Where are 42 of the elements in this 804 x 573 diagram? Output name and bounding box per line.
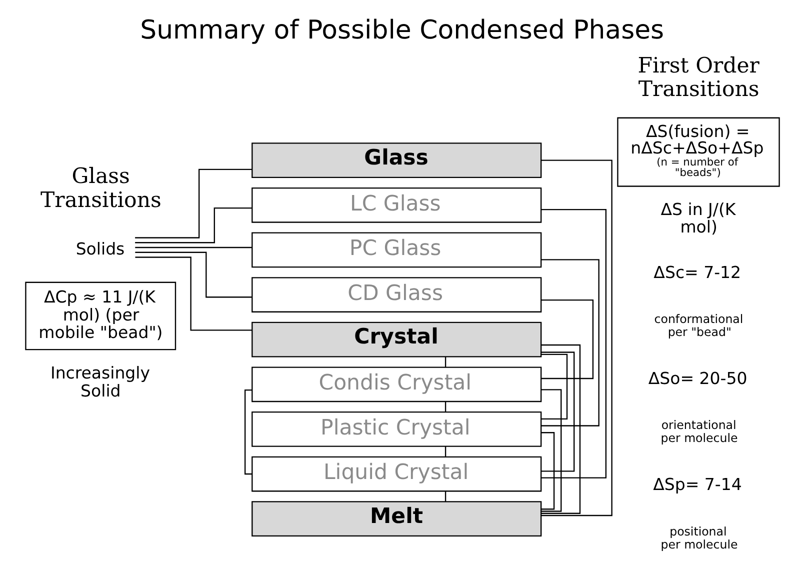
node-box: PC Glass	[251, 232, 542, 268]
connector	[540, 389, 562, 512]
node-box: Condis Crystal	[251, 366, 542, 402]
connector	[134, 246, 252, 248]
label: ΔSc= 7-12	[653, 262, 741, 282]
node-box: LC Glass	[251, 187, 542, 223]
connector	[540, 259, 599, 426]
connector	[134, 207, 252, 244]
connector	[134, 256, 252, 331]
node-box: ΔCp ≈ 11 J/(K mol) (per mobile "bead")	[24, 282, 176, 350]
label: orientational per molecule	[660, 418, 738, 446]
connector	[540, 344, 580, 514]
connector	[540, 208, 606, 478]
connector	[540, 352, 574, 472]
node-box: Liquid Crystal	[251, 456, 542, 492]
connector	[444, 491, 446, 502]
node-box: Plastic Crystal	[251, 412, 542, 447]
connector	[134, 252, 252, 298]
label: positional per molecule	[660, 524, 738, 552]
label: Glass Transitions	[40, 164, 161, 213]
connector	[244, 389, 252, 475]
connector	[134, 168, 252, 238]
connector	[444, 356, 446, 367]
connector	[540, 299, 594, 380]
label: conformational per "bead"	[654, 312, 743, 340]
node-box: ΔS(fusion) = nΔSc+ΔSo+ΔSp (n = number of "beads")	[616, 117, 780, 187]
label: ΔSp= 7-14	[652, 475, 742, 494]
connector	[444, 402, 446, 412]
label: ΔS in J/(K mol)	[660, 200, 736, 236]
connector	[540, 354, 568, 420]
node-box: Glass	[251, 142, 542, 178]
label: First Order Transitions	[637, 53, 759, 102]
label: ΔSo= 20-50	[648, 369, 747, 388]
connector	[540, 160, 612, 516]
connector	[540, 432, 554, 510]
node-box: CD Glass	[251, 277, 542, 312]
node-text: Solids	[75, 239, 124, 258]
node-box: Melt	[251, 501, 542, 536]
label: Increasingly Solid	[50, 364, 150, 400]
node-box: Crystal	[251, 322, 542, 358]
diagram-title: Summary of Possible Condensed Phases	[140, 15, 664, 46]
connector	[444, 446, 446, 457]
